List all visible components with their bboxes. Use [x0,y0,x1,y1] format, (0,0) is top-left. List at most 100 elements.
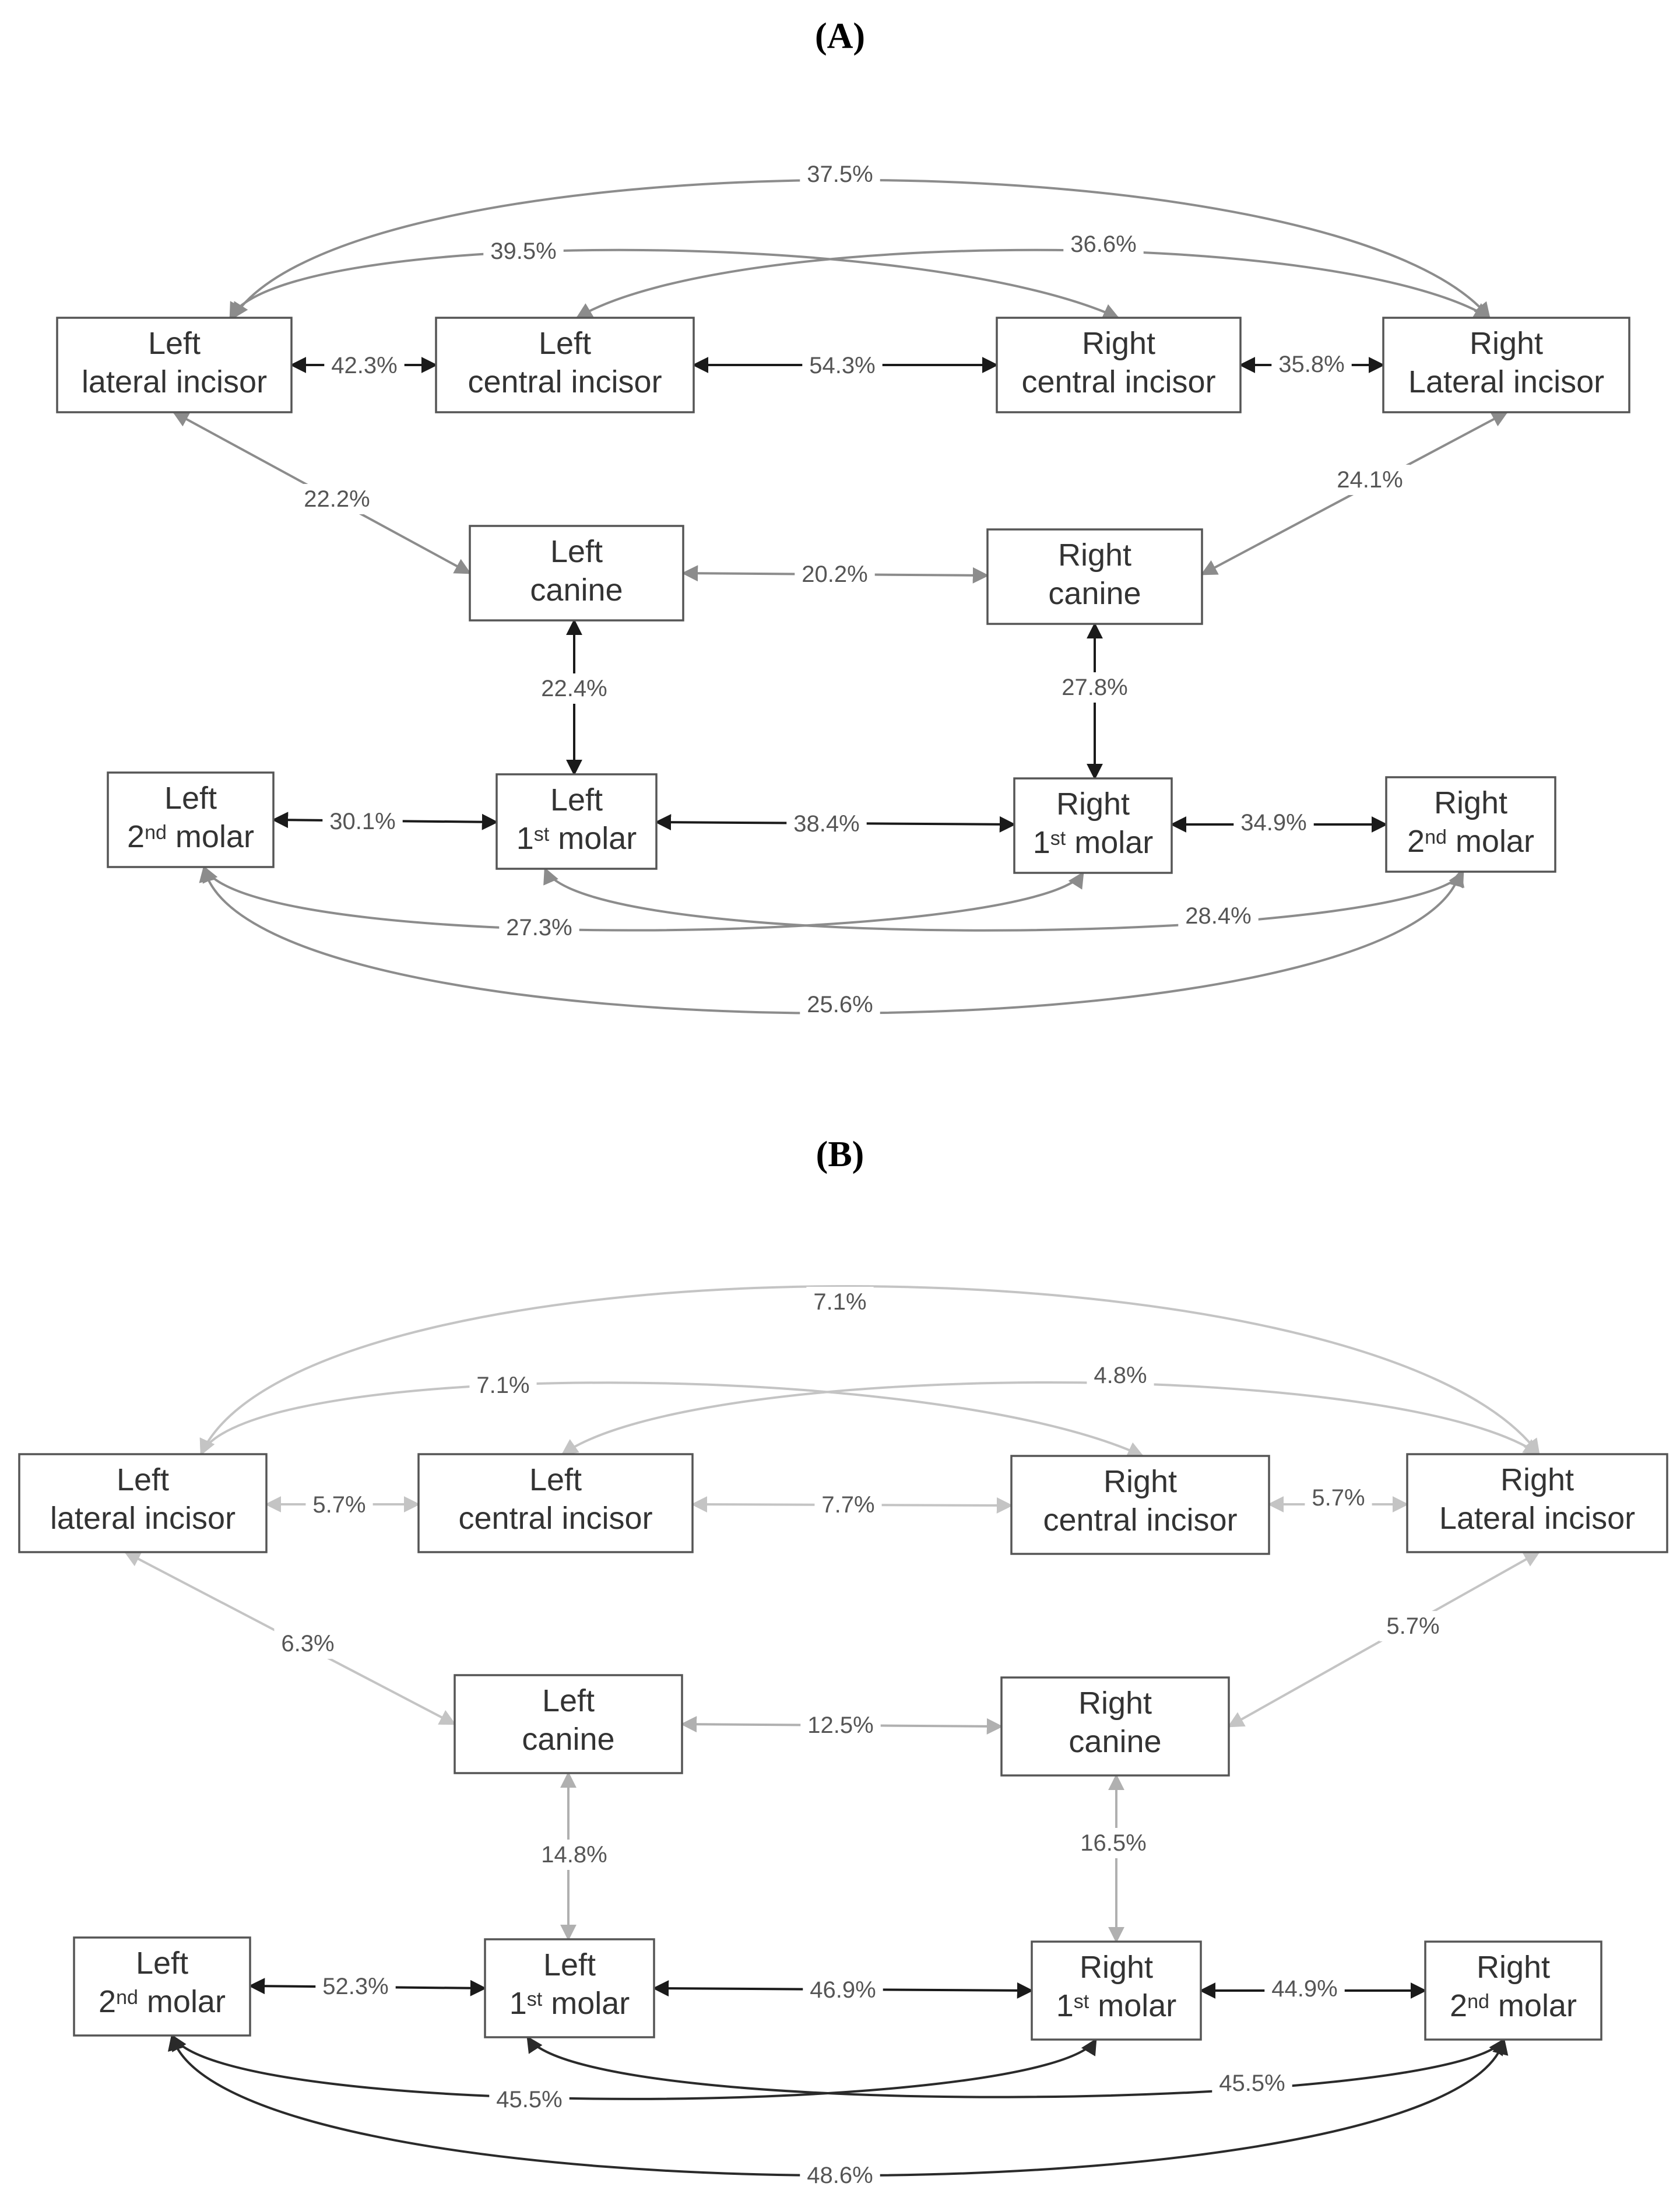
panel-a-edge-labels: 37.5%39.5%36.6%42.3%54.3%35.8%22.2%24.1%… [297,159,1410,1020]
panel-b-edge-lm1-rm2 [526,2035,1505,2098]
panel-a-edge-label: 20.2% [802,561,867,587]
panel-a-edge-label: 22.4% [541,676,607,701]
panel-a-edge-label-bg [322,806,403,837]
panel-b: (B) 7.1%7.1%4.8%5.7%7.7%5.7%6.3%5.7%12.5… [18,1135,1668,2190]
panel-b-node-label-line: Right [1103,1464,1177,1499]
panel-b-edge-label-bg [803,1975,883,2005]
panel-b-node-lc: Left canine [454,1674,683,1774]
panel-b-edge-label-bg [800,1710,881,1740]
panel-a-edge-label-bg [1233,808,1314,838]
panel-b-edge-label: 46.9% [810,1977,876,2003]
panel-a-edge-label: 37.5% [807,162,873,187]
panel-a-edge-label: 38.4% [793,811,859,837]
panel-b-node-label-line: 1st molar [509,1986,630,2021]
panel-b-node-box [1031,1940,1202,2041]
panel-a-edge-label-bg [534,673,614,704]
panel-b-node-label-line: canine [522,1722,614,1757]
panel-b-node-label-line: Right [1080,1950,1153,1985]
panel-b-edge-label-bg [1212,2068,1292,2098]
panel-a-edge-l1-r2 [575,248,1491,319]
panel-b-edge-lm2-rm1 [171,2034,1097,2100]
panel-b-node-label-line: Left [529,1462,582,1497]
panel-b-edge-label: 5.7% [312,1492,365,1518]
panel-b-edge-l2-r2 [199,1285,1540,1456]
panel-b-node-label-line: Lateral incisor [1439,1501,1635,1536]
panel-b-edge-label-bg [1379,1611,1447,1641]
panel-b-edge-label-bg [534,1840,614,1870]
panel-b-node-box [1424,1940,1602,2041]
panel-b-edge-label-bg [1073,1828,1154,1858]
panel-a-node-label-line: Left [550,782,603,817]
panel-a-node-label-line: Left [550,534,603,569]
panel-a-node-label-line: 2nd molar [127,819,254,854]
panel-a: (A) 37.5%39.5%36.6%42.3%54.3%35.8%22.2%2… [56,16,1630,1020]
panel-b-edge-label-bg [814,1490,882,1520]
panel-b-node-label-line: Right [1078,1686,1152,1721]
panel-a-node-box [56,317,293,413]
panel-a-edge-label-bg [1330,465,1410,495]
panel-a-edge-label-bg [324,350,405,381]
panel-b-edge-label: 48.6% [807,2163,873,2188]
panel-b-node-label-line: 2nd molar [99,1984,226,2019]
panel-b-edge-l1-r2 [561,1381,1541,1455]
panel-a-node-box [1013,777,1173,874]
panel-b-node-label-line: Left [542,1683,595,1718]
panel-b-node-label-line: 2nd molar [1450,1988,1577,2023]
panel-a-node-box [986,528,1203,625]
panel-a-node-box [495,773,658,870]
panel-b-edge-label: 16.5% [1080,1830,1146,1856]
panel-b-node-label-line: canine [1069,1724,1161,1759]
panel-a-edge-l2-r2 [232,178,1491,320]
panel-b-edge-l2-r1 [199,1381,1144,1458]
panel-a-node-label-line: Lateral incisor [1408,364,1604,399]
panel-a-edge-label-bg [1063,229,1144,259]
panel-b-node-label-line: central incisor [458,1501,652,1536]
panel-b-edge-label-bg [1087,1360,1154,1391]
panel-a-edge-label-bg [1178,901,1259,931]
panel-a-edge-label: 34.9% [1240,810,1306,836]
panel-b-edge-label: 5.7% [1312,1485,1365,1511]
panel-b-node-box [484,1938,655,2038]
panel-a-node-box [469,525,684,622]
panel-a-edge-label: 24.1% [1337,467,1403,493]
panel-a-node-lc: Left canine [469,525,684,622]
panel-b-node-label-line: Right [1477,1950,1550,1985]
panel-b-node-l1: Left central incisor [417,1453,694,1553]
panel-b-edge-label: 7.1% [813,1289,866,1315]
panel-a-edge-label: 30.1% [329,809,395,834]
panel-b-edge-label: 52.3% [322,1974,388,1999]
panel-b-edge-label-bg [1264,1974,1345,2004]
panel-a-edge-label: 28.4% [1185,903,1251,929]
panel-b-edge-label-bg [305,1490,373,1520]
panel-a-node-label-line: Right [1082,326,1155,361]
panel-b-edge-label-bg [274,1629,342,1659]
panel-a-node-label-line: central incisor [468,364,662,399]
panel-b-edge-label-bg [469,1370,537,1401]
panel-a-edge-label: 39.5% [490,238,556,264]
panel-a-edge-label-bg [786,809,867,839]
panel-a-edge-label-bg [297,484,377,514]
panel-a-node-label-line: central incisor [1021,364,1215,399]
panel-b-node-box [454,1674,683,1774]
panel-b-edge-label: 14.8% [541,1842,607,1868]
panel-b-node-box [73,1936,251,2037]
panel-b-node-box [1000,1676,1230,1777]
panel-a-node-label-line: canine [530,573,623,608]
panel-b-node-label-line: lateral incisor [50,1501,236,1536]
panel-b-node-box [417,1453,694,1553]
panel-a-edge-label-bg [795,559,875,589]
panel-a-edge-label-bg [1271,349,1352,380]
panel-a-node-label-line: 1st molar [1033,825,1154,860]
panel-b-node-box [1010,1455,1270,1555]
panel-a-edge-label-bg [499,912,579,943]
